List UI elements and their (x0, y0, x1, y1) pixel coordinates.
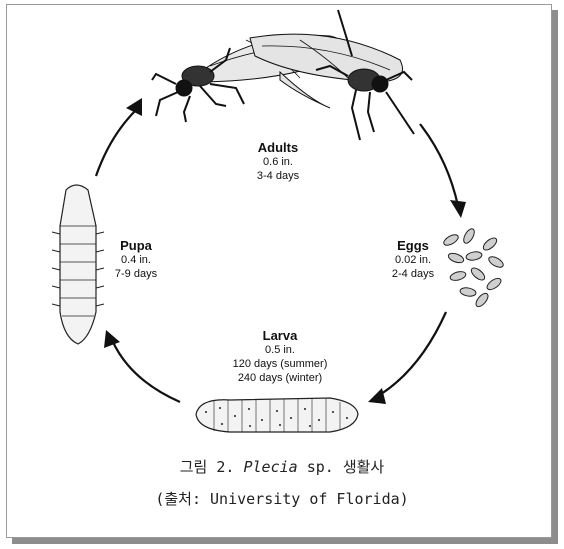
arrowhead-pupa (104, 330, 120, 348)
arrow-eggs-to-larva (377, 311, 448, 397)
eggs-illustration (443, 228, 504, 308)
figure-frame (6, 4, 552, 538)
arrowhead-eggs (450, 200, 466, 218)
larva-size: 0.5 in. (265, 344, 295, 356)
adults-duration: 3-4 days (256, 170, 300, 182)
larva-illustration (195, 397, 359, 433)
arrowhead-larva (368, 388, 386, 404)
figure-caption: 그림 2. Plecia sp. 생활사 (0, 456, 564, 477)
pupa-label: Pupa 0.4 in. 7-9 days (104, 238, 168, 281)
larva-title: Larva (262, 328, 298, 343)
adults-label: Adults 0.6 in. 3-4 days (230, 140, 326, 183)
larva-label: Larva 0.5 in. 120 days (summer) 240 days… (210, 328, 350, 385)
pupa-title: Pupa (120, 238, 152, 253)
eggs-size: 0.02 in. (394, 254, 432, 266)
figure-source: (출처: University of Florida) (155, 490, 409, 508)
adults-title: Adults (257, 140, 299, 155)
pupa-duration: 7-9 days (114, 268, 158, 280)
caption-genus: Plecia (243, 458, 298, 476)
pupa-size: 0.4 in. (121, 254, 151, 266)
arrow-larva-to-pupa (110, 339, 181, 404)
eggs-label: Eggs 0.02 in. 2-4 days (378, 238, 448, 281)
caption-suffix: sp. 생활사 (297, 458, 385, 476)
adult-flies-illustration (151, 9, 415, 141)
larva-duration-winter: 240 days (winter) (237, 372, 323, 384)
caption-prefix: 그림 2. (179, 458, 244, 476)
larva-duration-summer: 120 days (summer) (232, 358, 328, 370)
adults-size: 0.6 in. (263, 156, 293, 168)
pupa-illustration (51, 184, 105, 345)
eggs-duration: 2-4 days (391, 268, 435, 280)
arrow-pupa-to-adults (94, 109, 137, 177)
eggs-title: Eggs (397, 238, 429, 253)
arrowhead-adults (126, 98, 142, 116)
arrow-adults-to-eggs (419, 123, 460, 207)
